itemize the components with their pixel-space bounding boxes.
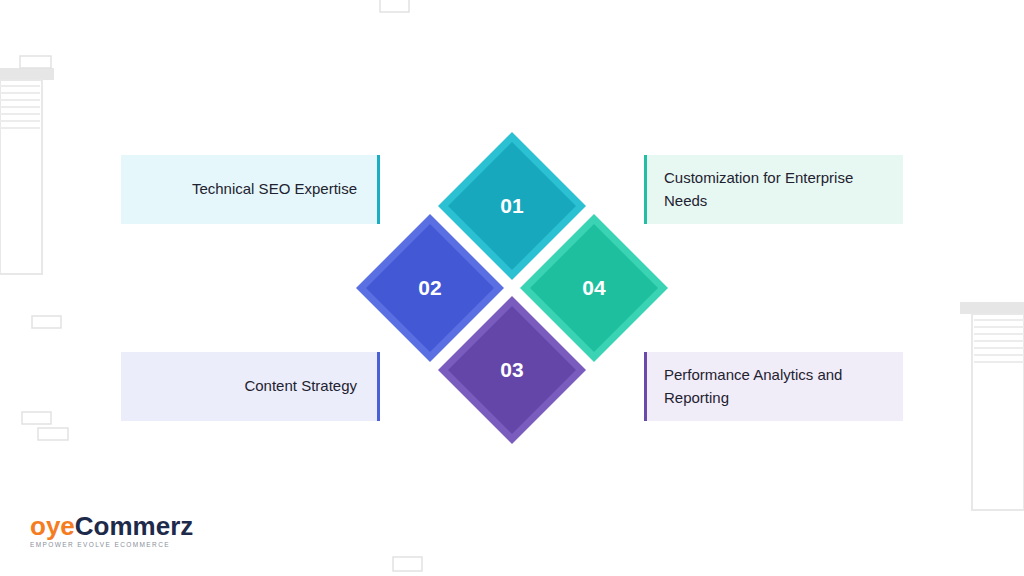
feature-label: Customization for Enterprise Needs [664, 167, 883, 212]
logo-tagline: EMPOWER EVOLVE ECOMMERCE [30, 541, 193, 548]
text-group: Customization for Enterprise Needs [664, 167, 883, 212]
blind-slat [974, 347, 1024, 349]
step-number: 03 [437, 295, 587, 445]
blind-slat [0, 99, 40, 101]
blind-slat [0, 127, 40, 129]
window-blind [960, 302, 1024, 510]
feature-box: Customization for Enterprise Needs [644, 155, 903, 224]
feature-label: Performance Analytics and Reporting [664, 364, 883, 409]
blind-slat [0, 113, 40, 115]
logo-wordmark: oyeCommerz [30, 512, 193, 540]
blind-slat [0, 106, 40, 108]
brand-logo: oyeCommerzEMPOWER EVOLVE ECOMMERCE [30, 512, 193, 548]
logo-mark: oye [30, 511, 75, 541]
text-group: Content Strategy [244, 375, 357, 398]
number-diamond: 03 [437, 295, 587, 445]
blind-slat [974, 361, 1024, 363]
feature-box: Technical SEO Expertise [121, 155, 380, 224]
blind-slat [0, 120, 40, 122]
text-group: Performance Analytics and Reporting [664, 364, 883, 409]
blind-slat [0, 92, 40, 94]
blind-slat [974, 326, 1024, 328]
blind-slat [0, 85, 40, 87]
text-group: Technical SEO Expertise [192, 178, 357, 201]
feature-box: Content Strategy [121, 352, 380, 421]
blind-slat [974, 340, 1024, 342]
window-blind [0, 68, 54, 274]
blind-slat [974, 354, 1024, 356]
feature-box: Performance Analytics and Reporting [644, 352, 903, 421]
feature-label: Content Strategy [244, 375, 357, 398]
logo-name: Commerz [75, 511, 193, 541]
blind-slat [974, 319, 1024, 321]
diamond-rim [438, 296, 586, 444]
blind-slat [974, 333, 1024, 335]
feature-label: Technical SEO Expertise [192, 178, 357, 201]
